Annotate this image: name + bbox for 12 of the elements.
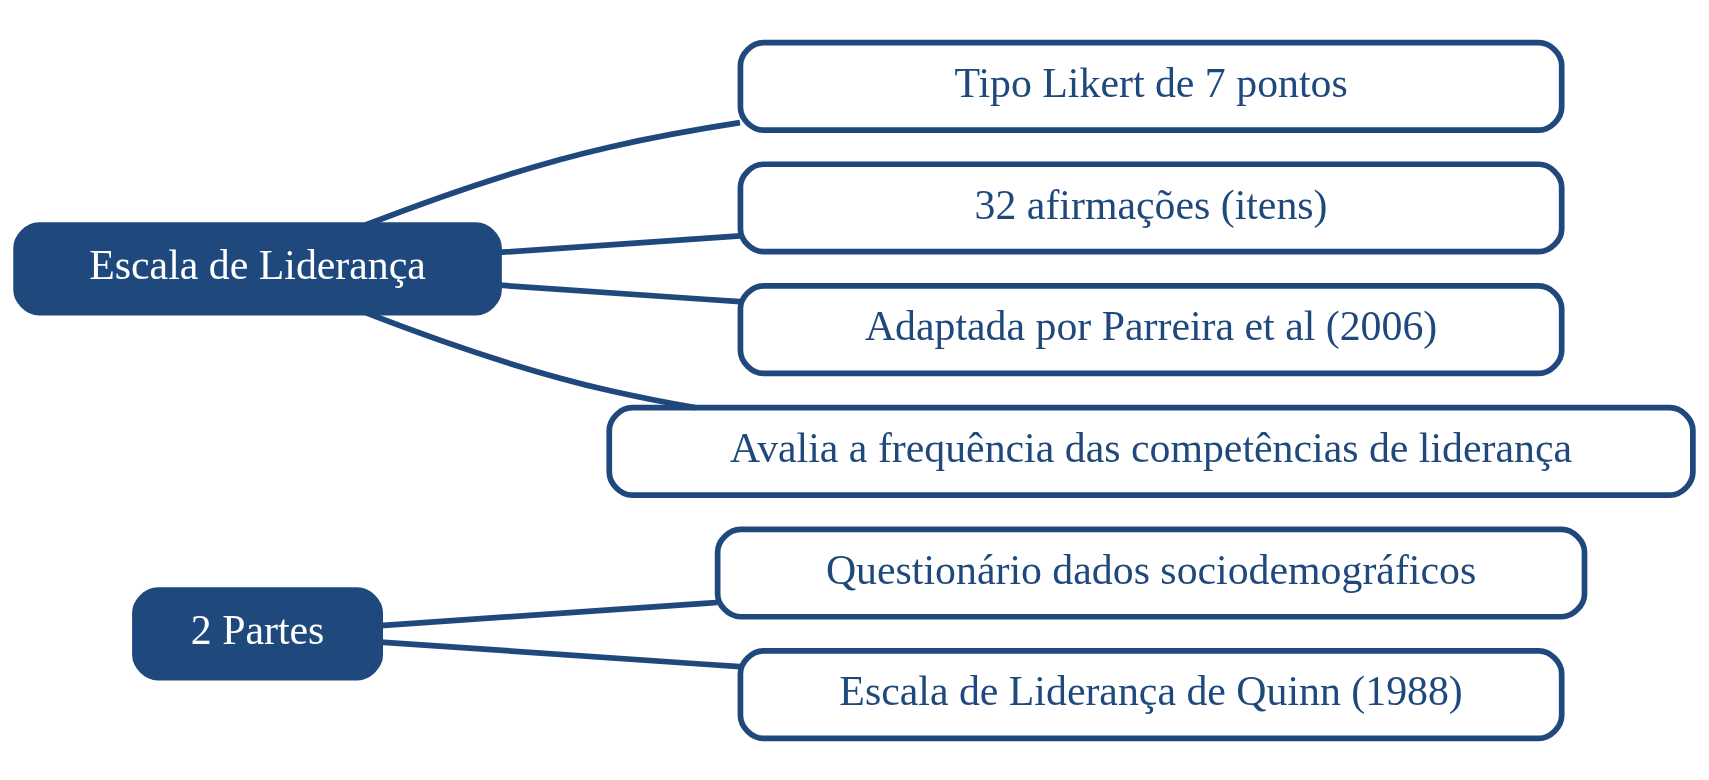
node-box: Questionário dados sociodemográficos: [714, 525, 1588, 620]
node-box: 2 Partes: [132, 586, 384, 680]
node-box: Tipo Likert de 7 pontos: [737, 39, 1565, 133]
node-box: Escala de Liderança: [13, 221, 502, 315]
node-box: 32 afirmações (itens): [737, 160, 1565, 255]
connector: [498, 232, 741, 255]
node-box: Avalia a frequência das competências de liderança: [606, 404, 1696, 498]
node-box: Escala de Liderança de Quinn (1988): [737, 647, 1565, 741]
node-box: Adaptada por Parreira et al (2006): [737, 282, 1565, 376]
connector: [498, 281, 741, 305]
connector: [380, 638, 741, 670]
connector: [380, 599, 718, 628]
